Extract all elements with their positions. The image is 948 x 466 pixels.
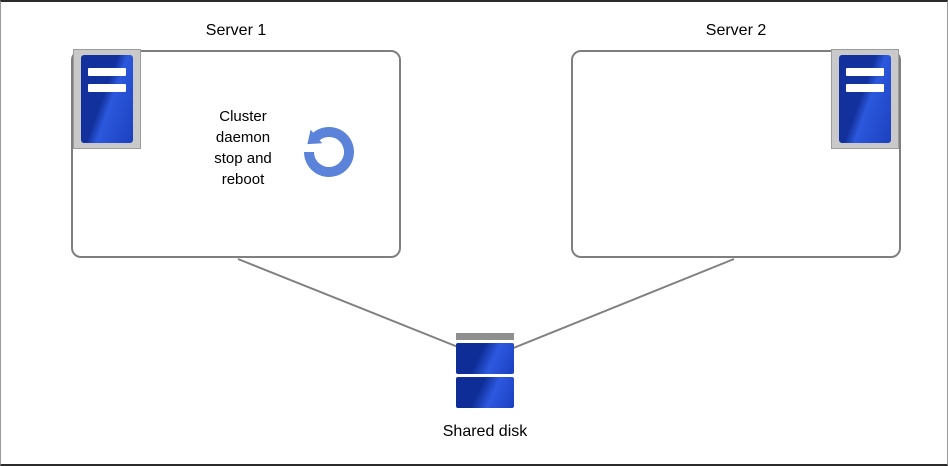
reboot-icon <box>304 127 354 177</box>
server-face <box>839 55 891 143</box>
connector-server1-disk <box>237 258 474 354</box>
shared-disk-icon <box>456 333 514 411</box>
server-slot <box>88 68 126 76</box>
server-icon <box>73 49 141 149</box>
connector-server2-disk <box>500 258 735 354</box>
disk-platter <box>456 343 514 374</box>
note-line: reboot <box>221 171 265 188</box>
shared-disk-label: Shared disk <box>442 423 528 440</box>
disk-top-bar <box>456 333 514 340</box>
server-face <box>81 55 133 143</box>
server-slot <box>846 68 884 76</box>
disk-platter <box>456 377 514 408</box>
server1-label: Server 1 <box>205 22 267 39</box>
note-line: daemon <box>215 129 271 146</box>
server2-label: Server 2 <box>705 22 767 39</box>
note-line: Cluster <box>219 108 267 125</box>
note-line: stop and <box>214 150 272 167</box>
server1-note: Cluster daemon stop and reboot <box>193 106 293 190</box>
server-slot <box>846 84 884 92</box>
server-slot <box>88 84 126 92</box>
server-icon <box>831 49 899 149</box>
